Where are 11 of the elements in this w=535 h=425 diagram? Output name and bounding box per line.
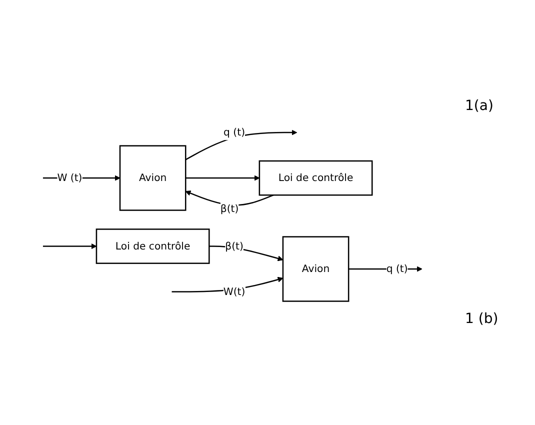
arrow [185,190,274,206]
block-box: Avion [282,236,350,302]
block-box: Loi de contrôle [96,228,210,264]
block-box: Loi de contrôle [258,160,373,196]
arrow [186,176,260,182]
block-box: Avion [119,146,186,212]
arrow [42,244,97,250]
figure-label: 1 (b) [465,310,500,327]
arrow [348,266,422,272]
figure-label: 1(a) [465,98,494,114]
arrow [185,130,298,161]
